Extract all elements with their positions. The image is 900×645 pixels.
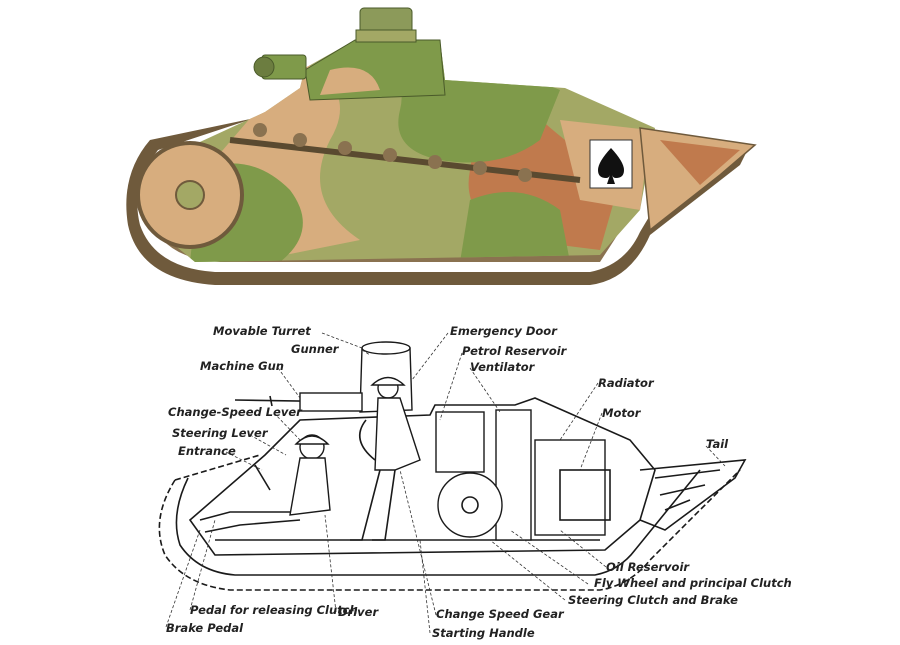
turret-top: [253, 7, 446, 101]
label-tail: Tail: [706, 437, 729, 451]
driver-figure: [199, 434, 331, 533]
tail-cutaway: [639, 459, 747, 531]
label-fly-wheel: Fly Wheel and principal Clutch: [594, 576, 792, 590]
label-gunner: Gunner: [291, 342, 340, 356]
label-entrance: Entrance: [178, 444, 236, 458]
label-steering-clutch: Steering Clutch and Brake: [568, 593, 738, 607]
label-motor: Motor: [602, 406, 642, 420]
camouflaged-tank-illustration: [126, 7, 757, 285]
label-radiator: Radiator: [598, 376, 655, 390]
leader-lines: [165, 332, 726, 634]
machine-gun-drawing: [234, 392, 363, 412]
spade-icon: [589, 139, 633, 189]
label-pedal-clutch: Pedal for releasing Clutch: [190, 603, 358, 617]
label-starting-handle: Starting Handle: [432, 626, 535, 640]
track-cutaway: [158, 454, 741, 591]
road-wheels: [229, 123, 581, 183]
label-machine-gun: Machine Gun: [200, 359, 284, 373]
gunner-figure: [350, 376, 421, 541]
label-steering-lever: Steering Lever: [172, 426, 269, 440]
callout-labels: Movable Turret Gunner Machine Gun Change…: [166, 324, 792, 640]
front-idler-wheel: [136, 141, 244, 249]
label-oil-reservoir: Oil Reservoir: [606, 560, 690, 574]
label-change-speed-gear: Change Speed Gear: [436, 607, 565, 621]
label-brake-pedal: Brake Pedal: [166, 621, 244, 635]
label-ventilator: Ventilator: [470, 360, 536, 374]
label-movable-turret: Movable Turret: [213, 324, 311, 338]
label-change-speed-lever: Change-Speed Lever: [168, 405, 303, 419]
label-emergency-door: Emergency Door: [450, 324, 558, 338]
hull-cutaway: [188, 397, 656, 556]
label-petrol-reservoir: Petrol Reservoir: [462, 344, 568, 358]
engine-compartment: [435, 409, 611, 541]
label-driver: Driver: [338, 605, 379, 619]
